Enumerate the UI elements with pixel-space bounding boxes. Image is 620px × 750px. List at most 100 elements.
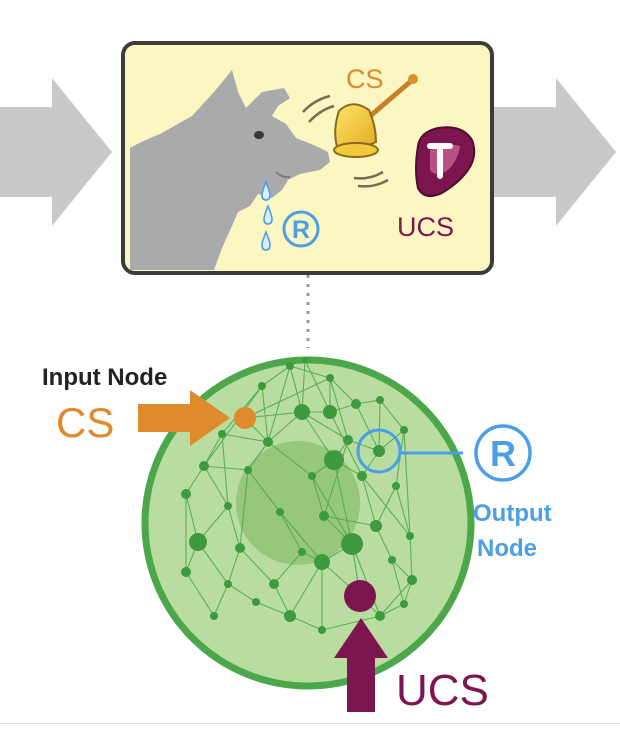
network-node: [199, 461, 209, 471]
bottom-divider: [0, 723, 620, 724]
network-edge: [267, 365, 291, 443]
network-edge: [379, 579, 413, 617]
dog-eye: [254, 131, 264, 139]
network-edge: [239, 547, 275, 585]
network-node: [373, 445, 385, 457]
network-node: [181, 567, 191, 577]
network-node: [258, 382, 266, 390]
dog-silhouette-icon: [130, 70, 330, 270]
network-node: [189, 533, 207, 551]
network-node: [224, 502, 232, 510]
network-node: [376, 396, 384, 404]
network-edge: [311, 475, 353, 545]
network-edge: [375, 525, 393, 561]
network-node: [269, 579, 279, 589]
network-nodes: [181, 357, 417, 634]
network-edge: [379, 399, 405, 431]
network-edge: [227, 547, 241, 585]
steak-icon: [415, 126, 476, 197]
network-node: [244, 466, 252, 474]
network-edge: [185, 465, 205, 495]
network-edge: [403, 429, 411, 537]
network-edge: [378, 399, 381, 452]
network-node: [324, 450, 344, 470]
network-node: [210, 612, 218, 620]
network-edge: [203, 385, 263, 467]
ucs-node: [344, 580, 376, 612]
output-node-caption-line1: Output: [473, 500, 552, 527]
network-edge: [213, 583, 229, 617]
cs-input-arrow-icon: [138, 390, 230, 446]
network-node: [218, 430, 226, 438]
network-edge: [239, 469, 249, 549]
network-node: [407, 575, 417, 585]
network-edge: [203, 465, 229, 507]
right-flow-arrow-icon: [493, 78, 616, 226]
network-node: [400, 426, 408, 434]
network-edge: [203, 433, 223, 467]
cs-label-network: CS: [56, 399, 114, 446]
network-edge: [185, 571, 215, 617]
network-edge: [361, 475, 377, 527]
network-node: [302, 357, 308, 363]
network-edge: [227, 583, 257, 603]
network-edge: [351, 543, 381, 617]
network-edge: [301, 411, 349, 441]
network-node: [298, 548, 306, 556]
network-edge: [304, 359, 331, 413]
network-node: [392, 482, 400, 490]
network-edge: [267, 441, 313, 477]
network-edge: [321, 615, 381, 631]
network-edge: [247, 441, 269, 471]
network-node: [370, 520, 382, 532]
network-core: [236, 441, 360, 565]
network-edge: [273, 551, 303, 585]
network-node: [286, 362, 294, 370]
network-edge: [375, 485, 397, 527]
network-node: [351, 399, 361, 409]
network-edge: [203, 465, 249, 471]
network-node: [276, 508, 284, 516]
network-node: [400, 600, 408, 608]
network-edge: [311, 475, 325, 517]
network-node: [323, 405, 337, 419]
network-node: [314, 554, 330, 570]
network-node: [319, 511, 329, 521]
left-flow-arrow-icon: [0, 78, 112, 226]
cs-label-top: CS: [346, 64, 384, 94]
network-edge: [395, 485, 411, 537]
network-node: [308, 472, 316, 480]
response-circle-output: [474, 424, 532, 482]
output-node-ring: [356, 428, 402, 474]
input-node: [234, 407, 256, 429]
network-edge: [261, 365, 291, 387]
network-node: [357, 471, 367, 481]
network-edge: [255, 601, 291, 617]
network-node: [294, 404, 310, 420]
ucs-label-top: UCS: [397, 212, 454, 242]
network-edge: [323, 439, 349, 517]
network-node: [341, 533, 363, 555]
network-edge: [301, 359, 306, 413]
ucs-input-arrow-icon: [334, 618, 388, 712]
network-node: [343, 435, 353, 445]
network-edge: [329, 377, 357, 405]
network-edge: [279, 511, 323, 563]
network-edge: [409, 535, 413, 581]
ucs-label-network: UCS: [396, 666, 489, 715]
network-node: [318, 626, 326, 634]
response-symbol-top: R: [292, 216, 310, 244]
network-edge: [289, 365, 331, 379]
network-edge: [323, 515, 377, 527]
network-edge: [247, 469, 281, 513]
network-edge: [391, 559, 405, 605]
response-symbol-output: R: [490, 433, 516, 474]
network-edge: [261, 385, 269, 443]
response-circle-top: [282, 210, 320, 248]
network-node: [181, 489, 191, 499]
network-node: [375, 611, 385, 621]
network-node: [406, 532, 414, 540]
network-node: [326, 374, 334, 382]
network-edge: [221, 433, 269, 443]
